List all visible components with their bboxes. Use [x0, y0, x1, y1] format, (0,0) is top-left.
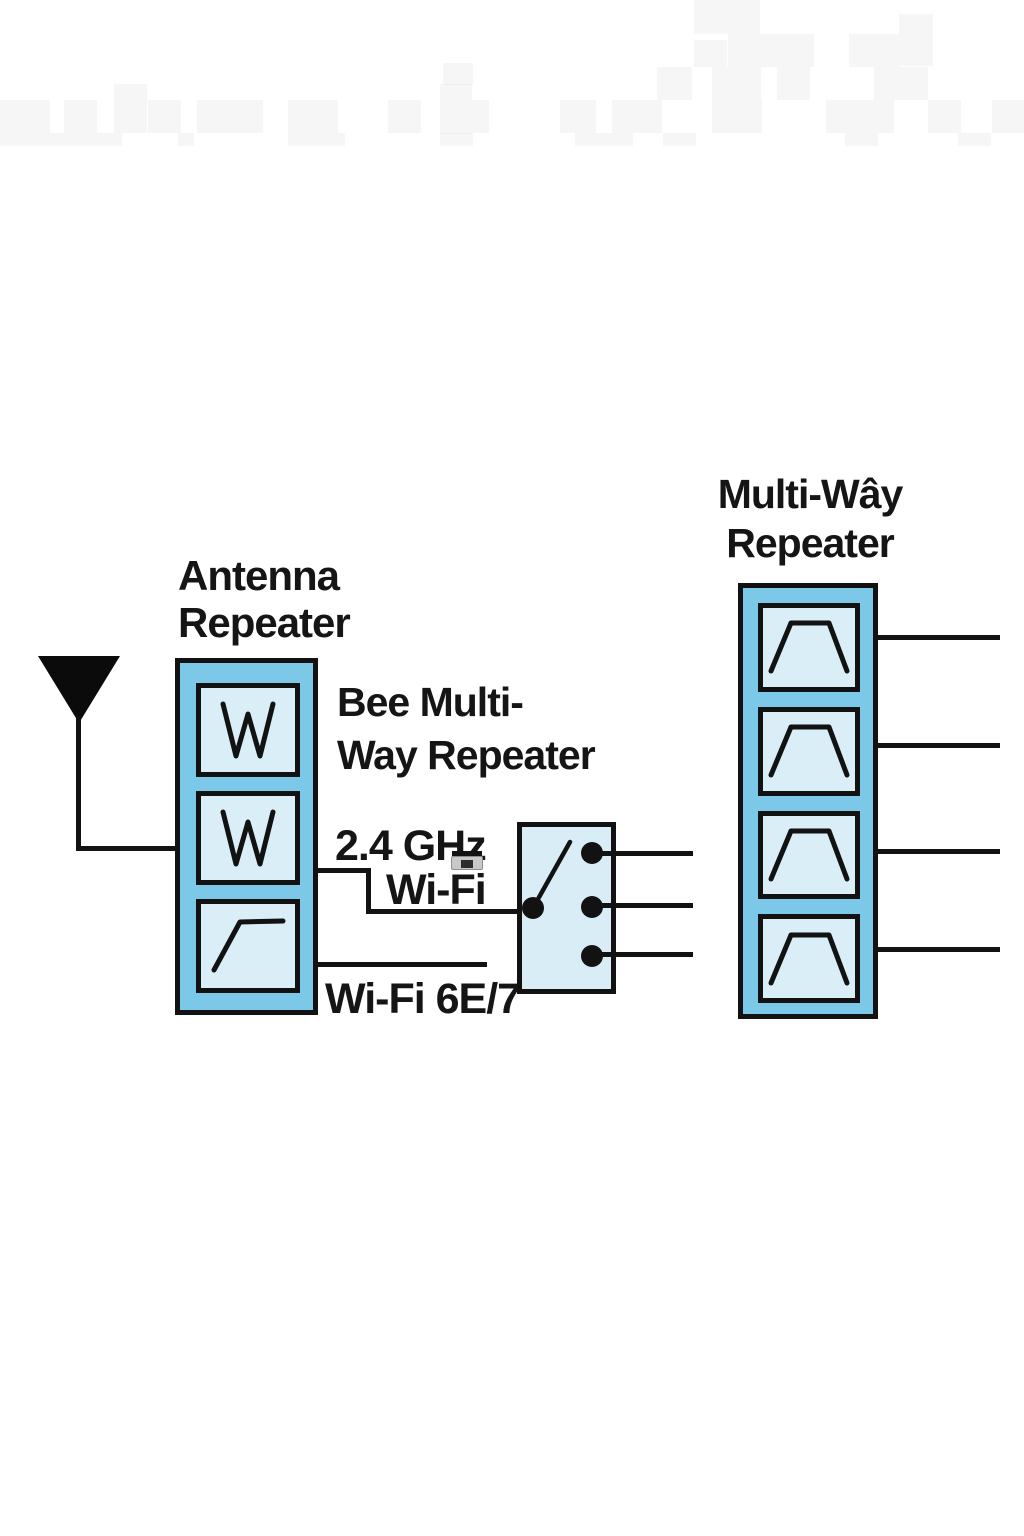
wifi24-line-seg3: [366, 909, 522, 914]
sp3t-switch-icon: [522, 839, 603, 967]
noise-block: [472, 100, 489, 133]
filter-cell-band-pass: [758, 914, 860, 1003]
noise-block: [388, 100, 421, 133]
noise-block: [114, 84, 147, 133]
repeater-out-line1: [876, 635, 1000, 640]
multi-way-repeater-label: Multi-Wây Repeater: [690, 470, 930, 568]
switch-throw1-dot: [581, 842, 603, 864]
noise-block: [694, 0, 760, 34]
noise-block: [64, 100, 97, 133]
multiway-label-line1: Multi-Wây: [717, 471, 904, 517]
noise-block: [0, 100, 50, 133]
filter-cell-band-pass: [758, 603, 860, 692]
switch-throw3-dot: [581, 945, 603, 967]
repeater-out-line4: [876, 947, 1000, 952]
repeater-out-line2: [876, 743, 1000, 748]
noise-block: [694, 40, 727, 67]
band-stop-filter-icon: [220, 701, 276, 759]
switch-pole-dot: [522, 897, 544, 919]
wifi6e7-label: Wi-Fi 6E/7: [325, 975, 521, 1023]
noise-block: [928, 100, 961, 133]
noise-block: [0, 133, 122, 146]
filter-cell-band-pass: [758, 810, 860, 900]
switch-out-line3: [596, 952, 693, 957]
filter-cell-band-stop: [196, 683, 300, 777]
noise-block: [845, 133, 878, 146]
wifi-label: Wi-Fi: [386, 866, 487, 914]
noise-block: [440, 84, 472, 134]
antenna-feed-line: [76, 846, 177, 851]
z-underline-artifact: [452, 851, 482, 856]
noise-block: [657, 67, 692, 100]
bee-multi-way-repeater-label: Bee Multi- Way Repeater: [337, 676, 596, 782]
noise-block: [958, 133, 991, 146]
noise-block: [712, 100, 762, 133]
antenna-repeater-label-line1: Antenna: [178, 552, 340, 599]
noise-block: [440, 133, 473, 146]
noise-block: [443, 63, 473, 85]
wifi24-line-seg1: [316, 868, 370, 873]
band-pass-filter-icon: [768, 932, 850, 986]
filter-cell-band-pass: [758, 706, 860, 796]
noise-block: [777, 67, 810, 100]
band-pass-filter-icon: [768, 620, 850, 674]
noise-block: [874, 67, 928, 100]
bee-label-line1: Bee Multi-: [337, 679, 524, 725]
multiway-label-line2: Repeater: [726, 520, 894, 566]
noise-block: [197, 100, 263, 133]
band-stop-filter-icon: [220, 809, 276, 867]
noise-block: [826, 100, 894, 133]
switch-out-line2: [596, 903, 693, 908]
filter-cell-band-stop: [196, 791, 300, 885]
noise-block: [560, 100, 596, 133]
noise-block: [288, 133, 345, 146]
noise-block: [728, 34, 814, 67]
noise-block: [178, 133, 194, 146]
filter-cell-high-pass: [196, 899, 300, 993]
noise-block: [849, 34, 899, 67]
noise-block: [992, 100, 1024, 133]
multi-way-repeater-unit: [738, 583, 878, 1019]
switch-throw2-dot: [581, 896, 603, 918]
render-glitch-box: [451, 856, 483, 870]
sp3t-switch: [517, 822, 616, 994]
render-glitch-pixel: [461, 860, 473, 868]
high-pass-filter-icon: [211, 918, 286, 973]
antenna-repeater-unit: [175, 658, 318, 1015]
noise-block: [148, 100, 181, 133]
antenna-stem-line: [76, 716, 81, 850]
noise-block: [663, 133, 696, 146]
antenna-repeater-label: Antenna Repeater: [178, 552, 351, 646]
antenna-repeater-label-line2: Repeater: [178, 599, 351, 646]
noise-block: [899, 14, 933, 66]
noise-block: [612, 100, 662, 133]
noise-block: [575, 133, 633, 146]
band-pass-filter-icon: [768, 724, 850, 778]
noise-block: [712, 67, 761, 100]
wifi24-line-seg2: [366, 868, 371, 914]
wifi6e7-line: [316, 962, 487, 967]
noise-block: [288, 100, 338, 133]
bee-label-line2: Way Repeater: [337, 732, 596, 778]
repeater-out-line3: [876, 849, 1000, 854]
antenna-icon: [38, 656, 120, 723]
switch-out-line1: [596, 851, 693, 856]
band-pass-filter-icon: [768, 828, 850, 882]
